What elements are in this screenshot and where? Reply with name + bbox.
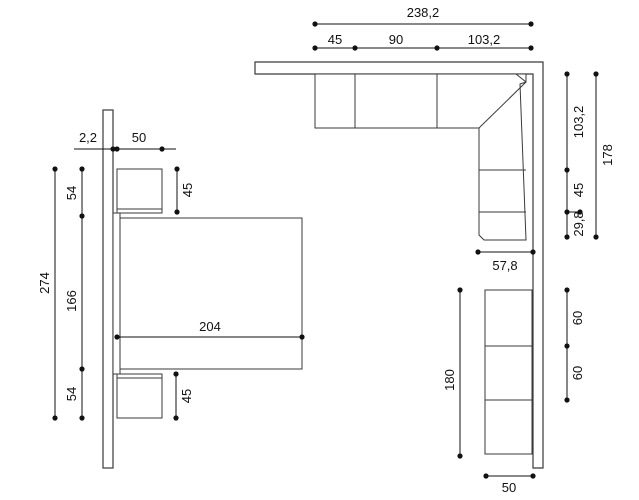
corner-sofa (314, 73, 527, 241)
dim-dot (593, 234, 599, 240)
dim-dot (564, 287, 570, 293)
dim-dot (79, 166, 85, 172)
dim-label-sofa-depth: 50 (502, 480, 516, 495)
dim-dot (457, 287, 463, 293)
dim-label-right-mid: 45 (571, 183, 586, 197)
dim-label-top-b: 90 (389, 32, 403, 47)
dim-dot (475, 249, 481, 255)
dim-dot (174, 166, 180, 172)
dim-label-left-depth: 50 (132, 130, 146, 145)
dim-label-left-total: 274 (37, 272, 52, 294)
dim-dot (299, 334, 305, 340)
straight-sofa-body (484, 289, 533, 455)
dim-label-right-small: 29,8 (571, 211, 586, 236)
straight-sofa (484, 289, 533, 455)
dim-label-seat-b: 60 (570, 366, 585, 380)
bed (119, 217, 303, 370)
dim-label-top-c: 103,2 (468, 32, 501, 47)
dim-dot (352, 45, 358, 51)
dim-dot (114, 146, 120, 152)
dim-dot (159, 146, 165, 152)
dim-label-left-bottom: 54 (64, 387, 79, 401)
dim-label-seat-a: 60 (570, 311, 585, 325)
dim-label-left-top: 54 (64, 186, 79, 200)
dim-dot (114, 334, 120, 340)
dim-label-left-mid: 166 (64, 290, 79, 312)
dim-dot (530, 473, 536, 479)
dim-dot (173, 415, 179, 421)
headboard (112, 212, 121, 375)
dim-dot (79, 366, 85, 372)
dim-dot (564, 71, 570, 77)
dim-dot (174, 209, 180, 215)
dim-label-top-a: 45 (328, 32, 342, 47)
dim-dot (593, 71, 599, 77)
dim-dot (52, 415, 58, 421)
dim-dot (564, 167, 570, 173)
dim-dot (79, 213, 85, 219)
dim-dot (312, 21, 318, 27)
corner-sofa-outline (314, 73, 527, 241)
dim-dot (564, 234, 570, 240)
dim-dot (528, 45, 534, 51)
dim-dot (110, 146, 116, 152)
dim-label-bed-length: 204 (199, 319, 221, 334)
upper-wall (254, 61, 544, 469)
dim-label-corner-gap: 57,8 (492, 258, 517, 273)
dim-dot (434, 45, 440, 51)
dim-label-sofa-length: 180 (442, 369, 457, 391)
dim-dot (577, 209, 583, 215)
dim-label-right-total: 178 (600, 144, 615, 166)
dim-label-top-total: 238,2 (407, 5, 440, 20)
dim-dot (312, 45, 318, 51)
dim-dot (564, 397, 570, 403)
dim-label-nightstand-bottom: 45 (179, 389, 194, 403)
nightstand-top (116, 168, 163, 214)
nightstand-bottom (116, 373, 163, 419)
dim-dot (483, 473, 489, 479)
sofa-corner-back (515, 73, 527, 83)
sofa-corner-edge (478, 81, 527, 129)
dim-dot (173, 371, 179, 377)
dim-dot (530, 249, 536, 255)
dim-dot (564, 343, 570, 349)
bed-group (112, 168, 303, 419)
dim-dot (528, 21, 534, 27)
dim-label-right-upper: 103,2 (571, 106, 586, 139)
dim-label-left-wall: 2,2 (79, 130, 97, 145)
dim-dot (52, 166, 58, 172)
left-wall (102, 109, 114, 469)
dim-dot (457, 453, 463, 459)
dim-label-nightstand-top: 45 (180, 183, 195, 197)
dim-dot (79, 415, 85, 421)
